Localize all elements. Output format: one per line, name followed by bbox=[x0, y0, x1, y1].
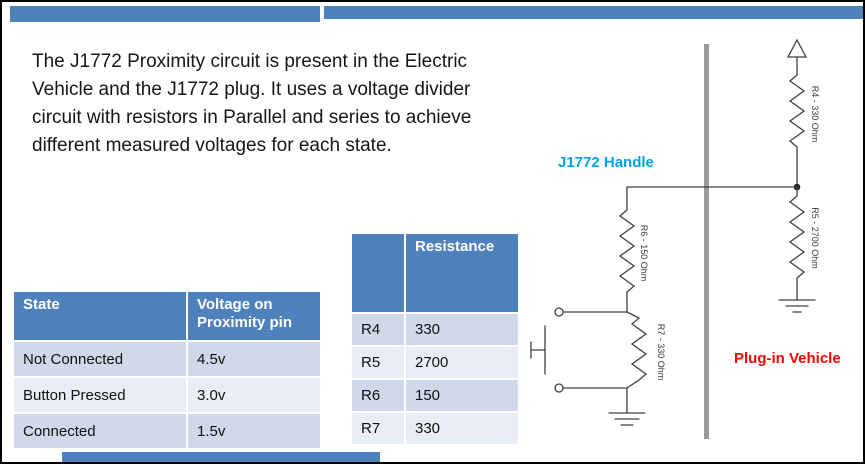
resistor-r6-label: R6 - 150 Ohm bbox=[639, 225, 649, 282]
top-right-accent-bar bbox=[324, 6, 863, 19]
table-row: R5 2700 bbox=[352, 347, 518, 378]
voltage-cell: 1.5v bbox=[188, 414, 320, 448]
resistor-value-cell: 330 bbox=[406, 314, 518, 345]
supply-arrow-icon bbox=[786, 38, 808, 58]
state-cell: Button Pressed bbox=[14, 378, 186, 412]
proximity-switch bbox=[530, 307, 628, 393]
resistance-table-corner-cell bbox=[352, 234, 404, 312]
resistor-r5 bbox=[788, 195, 806, 279]
proximity-circuit-diagram: R4 - 330 Ohm R5 - 2700 Ohm R6 - 150 Ohm bbox=[530, 38, 820, 439]
state-cell: Connected bbox=[14, 414, 186, 448]
state-table-header-state: State bbox=[14, 292, 186, 340]
handle-branch: R6 - 150 Ohm R7 - 330 Ohm bbox=[530, 186, 798, 426]
table-row: R6 150 bbox=[352, 380, 518, 411]
table-row: Not Connected 4.5v bbox=[14, 342, 320, 376]
top-left-accent-bar bbox=[10, 6, 320, 22]
resistor-r6 bbox=[618, 209, 636, 293]
switch-terminal-bottom bbox=[554, 383, 564, 393]
resistor-r7 bbox=[626, 311, 648, 389]
table-row: R7 330 bbox=[352, 413, 518, 444]
resistance-table-header-row: Resistance bbox=[352, 234, 518, 312]
resistance-table-header: Resistance bbox=[406, 234, 518, 312]
state-table-header-voltage: Voltage on Proximity pin bbox=[188, 292, 320, 340]
resistor-value-cell: 330 bbox=[406, 413, 518, 444]
table-row: Connected 1.5v bbox=[14, 414, 320, 448]
intro-paragraph: The J1772 Proximity circuit is present i… bbox=[32, 51, 472, 156]
resistor-r7-label: R7 - 330 Ohm bbox=[656, 324, 666, 381]
resistor-r4 bbox=[788, 74, 806, 148]
handle-label: J1772 Handle bbox=[558, 154, 654, 171]
resistor-name-cell: R6 bbox=[352, 380, 404, 411]
resistor-value-cell: 2700 bbox=[406, 347, 518, 378]
table-row: Button Pressed 3.0v bbox=[14, 378, 320, 412]
resistor-r4-label: R4 - 330 Ohm bbox=[810, 86, 820, 143]
resistor-r5-label: R5 - 2700 Ohm bbox=[810, 207, 820, 269]
bottom-accent-bar bbox=[62, 452, 380, 462]
resistor-name-cell: R4 bbox=[352, 314, 404, 345]
switch-terminal-top bbox=[554, 307, 564, 317]
ground-symbol-handle bbox=[608, 412, 646, 426]
state-cell: Not Connected bbox=[14, 342, 186, 376]
state-table-header-row: State Voltage on Proximity pin bbox=[14, 292, 320, 340]
vehicle-branch: R4 - 330 Ohm R5 - 2700 Ohm bbox=[778, 38, 820, 313]
voltage-cell: 4.5v bbox=[188, 342, 320, 376]
table-row: R4 330 bbox=[352, 314, 518, 345]
resistor-name-cell: R5 bbox=[352, 347, 404, 378]
state-voltage-table: State Voltage on Proximity pin Not Conne… bbox=[12, 290, 322, 450]
ground-symbol-vehicle bbox=[778, 299, 816, 313]
resistor-value-cell: 150 bbox=[406, 380, 518, 411]
resistance-table: Resistance R4 330 R5 2700 R6 150 R7 330 bbox=[350, 232, 520, 446]
voltage-cell: 3.0v bbox=[188, 378, 320, 412]
resistor-name-cell: R7 bbox=[352, 413, 404, 444]
handle-vehicle-divider bbox=[704, 44, 709, 439]
vehicle-label: Plug-in Vehicle bbox=[734, 350, 841, 367]
